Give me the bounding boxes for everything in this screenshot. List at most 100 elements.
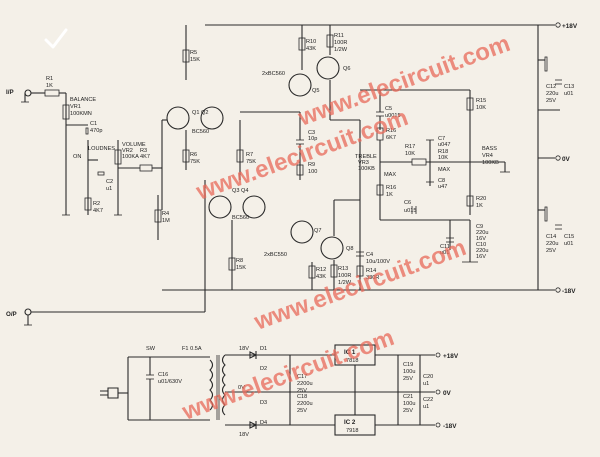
c18-label: C18 bbox=[297, 394, 307, 400]
transformer-icon bbox=[209, 354, 226, 416]
svg-text:1K: 1K bbox=[386, 192, 393, 198]
svg-text:25V: 25V bbox=[546, 98, 556, 104]
f1-label: F1 0.5A bbox=[182, 346, 202, 352]
svg-text:43K: 43K bbox=[316, 274, 326, 280]
q56-type-label: 2xBC560 bbox=[262, 71, 285, 77]
r3-label: R3 bbox=[140, 148, 147, 154]
svg-text:100KA: 100KA bbox=[122, 154, 139, 160]
svg-text:100R: 100R bbox=[334, 40, 347, 46]
r18-label: R18 bbox=[438, 149, 448, 155]
c22-label: C22 bbox=[423, 397, 433, 403]
power-rails: +18V 0V -18V bbox=[205, 22, 578, 295]
svg-text:VR3: VR3 bbox=[358, 160, 369, 166]
c16-label: C16 bbox=[158, 372, 168, 378]
svg-text:VR4: VR4 bbox=[482, 153, 493, 159]
psu-pos-label: +18V bbox=[443, 353, 459, 360]
r20-label: R20 bbox=[476, 196, 486, 202]
r9-label: R9 bbox=[308, 162, 315, 168]
check-logo-icon bbox=[44, 28, 68, 49]
amp-stage: R5 15K Q1 Q2 BC560 R6 75K R7 75K R4 1M Q… bbox=[154, 25, 390, 291]
rail-pos-label: +18V bbox=[562, 23, 578, 30]
r16-top-label: R16 bbox=[386, 128, 396, 134]
output-label: O/P bbox=[6, 311, 17, 318]
svg-text:u1: u1 bbox=[423, 404, 429, 410]
c10-label: C10 bbox=[476, 242, 486, 248]
q7-label: Q7 bbox=[314, 228, 321, 234]
svg-text:470p: 470p bbox=[90, 128, 102, 134]
ic2-label: IC 2 bbox=[344, 419, 356, 426]
c2-label: C2 bbox=[106, 179, 113, 185]
c12-label: C12 bbox=[546, 84, 556, 90]
svg-text:u01: u01 bbox=[440, 250, 449, 256]
svg-text:7918: 7918 bbox=[346, 428, 358, 434]
svg-text:u1: u1 bbox=[423, 381, 429, 387]
svg-text:25V: 25V bbox=[297, 388, 307, 394]
svg-text:330R: 330R bbox=[366, 275, 379, 281]
t18b-label: 18V bbox=[239, 432, 249, 438]
svg-text:10u/100V: 10u/100V bbox=[366, 259, 390, 265]
svg-text:10K: 10K bbox=[476, 105, 486, 111]
svg-text:100KB: 100KB bbox=[482, 160, 499, 166]
q34-label: Q3 Q4 bbox=[232, 188, 248, 194]
svg-text:u01: u01 bbox=[564, 91, 573, 97]
svg-text:1K: 1K bbox=[476, 203, 483, 209]
svg-text:10K: 10K bbox=[438, 155, 448, 161]
q12-label: Q1 Q2 bbox=[192, 110, 208, 116]
svg-text:1M: 1M bbox=[162, 218, 170, 224]
watermark-4: www.elecircuit.com bbox=[178, 324, 398, 426]
svg-text:220u: 220u bbox=[476, 248, 488, 254]
svg-text:6K7: 6K7 bbox=[386, 135, 396, 141]
svg-text:10p: 10p bbox=[308, 136, 317, 142]
r10-label: R10 bbox=[306, 39, 316, 45]
treble-max-label: MAX bbox=[384, 172, 396, 178]
svg-text:220u: 220u bbox=[546, 241, 558, 247]
svg-text:100R: 100R bbox=[338, 273, 351, 279]
d2-label: D2 bbox=[260, 366, 267, 372]
d3-label: D3 bbox=[260, 400, 267, 406]
r7-label: R7 bbox=[246, 152, 253, 158]
c8-label: C8 bbox=[438, 178, 445, 184]
svg-text:4K7: 4K7 bbox=[93, 208, 103, 214]
svg-text:2200u: 2200u bbox=[297, 381, 313, 387]
svg-text:15K: 15K bbox=[236, 265, 246, 271]
psu-neg-label: -18V bbox=[443, 423, 457, 430]
svg-text:25V: 25V bbox=[297, 408, 307, 414]
t18a-label: 18V bbox=[239, 346, 249, 352]
svg-text:220u: 220u bbox=[476, 230, 488, 236]
c1-label: C1 bbox=[90, 121, 97, 127]
t0-label: 0V bbox=[238, 385, 245, 391]
svg-text:220u: 220u bbox=[546, 91, 558, 97]
ic1-label: IC 1 bbox=[344, 349, 356, 356]
output: O/P bbox=[6, 290, 206, 326]
svg-text:u01/630V: u01/630V bbox=[158, 379, 182, 385]
bass-max-label: MAX bbox=[438, 167, 450, 173]
c6-label: C6 bbox=[404, 200, 411, 206]
decoupling-caps: C12 220u 25V C13 u01 C14 220u 25V C15 u0… bbox=[538, 56, 574, 254]
svg-text:VR2: VR2 bbox=[122, 148, 133, 154]
svg-text:VR1: VR1 bbox=[70, 104, 81, 110]
c15-label: C15 bbox=[564, 234, 574, 240]
svg-text:100u: 100u bbox=[403, 401, 415, 407]
svg-text:16V: 16V bbox=[476, 236, 486, 242]
r15-label: R15 bbox=[476, 98, 486, 104]
rail-gnd-label: 0V bbox=[562, 156, 571, 163]
svg-text:100u: 100u bbox=[403, 369, 415, 375]
diode-icon bbox=[249, 351, 258, 359]
svg-text:u1: u1 bbox=[106, 186, 112, 192]
loudness-label: LOUDNES bbox=[88, 146, 115, 152]
c19-label: C19 bbox=[403, 362, 413, 368]
svg-text:43K: 43K bbox=[306, 46, 316, 52]
r14-label: R14 bbox=[366, 268, 376, 274]
svg-text:1K: 1K bbox=[46, 83, 53, 89]
svg-text:75K: 75K bbox=[246, 159, 256, 165]
c7-label: C7 bbox=[438, 136, 445, 142]
svg-text:1/2W: 1/2W bbox=[338, 280, 352, 286]
q78-type-label: 2xBC550 bbox=[264, 252, 287, 258]
svg-text:15K: 15K bbox=[190, 57, 200, 63]
r2-label: R2 bbox=[93, 201, 100, 207]
svg-text:75K: 75K bbox=[190, 159, 200, 165]
svg-text:u47: u47 bbox=[438, 184, 447, 190]
bass-label: BASS bbox=[482, 146, 497, 152]
c20-label: C20 bbox=[423, 374, 433, 380]
svg-text:25V: 25V bbox=[546, 248, 556, 254]
